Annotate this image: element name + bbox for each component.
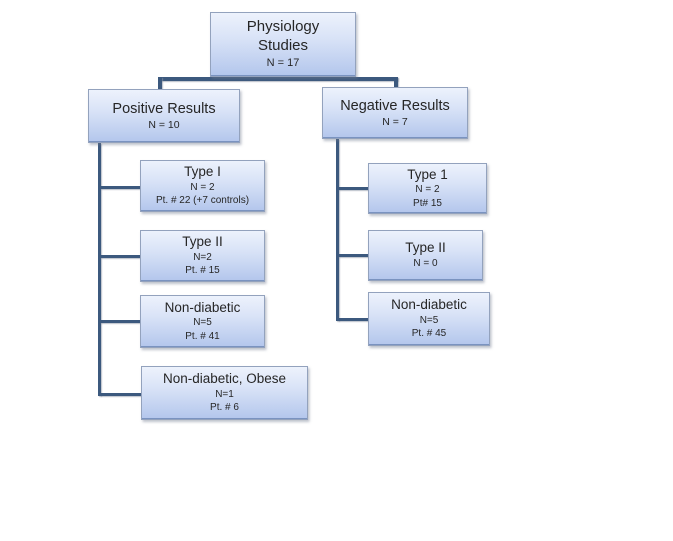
negative-nondiabetic-box: Non-diabetic N=5 Pt. # 45 <box>368 292 490 346</box>
box-title: Type 1 <box>407 166 448 182</box>
connector-root-horizontal <box>158 77 398 81</box>
box-title: Type II <box>182 234 223 250</box>
box-patient-number: Pt# 15 <box>413 197 442 209</box>
connector-branch-neg1 <box>338 187 368 190</box>
box-patient-number: Pt. # 45 <box>411 328 447 340</box>
box-patient-number: Pt. # 6 <box>210 402 239 414</box>
box-title: Non-diabetic, Obese <box>162 371 287 387</box>
positive-nondiabetic-obese-box: Non-diabetic, Obese N=1 Pt. # 6 <box>141 366 308 420</box>
box-patient-number: Pt. # 41 <box>185 330 220 342</box>
negative-type1-box: Type 1 N = 2 Pt# 15 <box>368 163 487 214</box>
connector-branch-pos3 <box>100 320 140 323</box>
box-title: Negative Results <box>340 97 450 114</box>
negative-results-box: Negative Results N = 7 <box>322 87 468 139</box>
box-n-count: N = 2 <box>190 181 215 193</box>
box-n-count: N = 7 <box>382 115 408 128</box>
positive-results-box: Positive Results N = 10 <box>88 89 240 143</box>
connector-branch-pos2 <box>100 255 140 258</box>
box-n-count: N = 10 <box>148 118 180 131</box>
negative-type2-box: Type II N = 0 <box>368 230 483 281</box>
box-title: Non-diabetic <box>391 297 467 313</box>
positive-type2-box: Type II N=2 Pt. # 15 <box>140 230 265 282</box>
box-n-count: N=1 <box>215 388 234 400</box>
box-n-count: N = 0 <box>413 258 438 270</box>
box-n-count: N = 17 <box>266 56 300 69</box>
box-patient-number: Pt. # 15 <box>185 265 220 277</box>
box-patient-number: Pt. # 22 (+7 controls) <box>155 195 250 207</box>
box-title: Non-diabetic <box>164 299 241 315</box>
box-n-count: N=5 <box>419 314 439 326</box>
box-title: Physiology Studies <box>246 18 320 55</box>
box-title: Type I <box>184 164 221 180</box>
positive-type1-box: Type I N = 2 Pt. # 22 (+7 controls) <box>140 160 265 212</box>
connector-branch-neg2 <box>338 254 368 257</box>
connector-branch-neg3 <box>338 318 368 321</box>
connector-positive-trunk <box>98 143 101 396</box>
box-n-count: N=2 <box>193 251 212 263</box>
box-n-count: N = 2 <box>415 184 440 196</box>
positive-nondiabetic-box: Non-diabetic N=5 Pt. # 41 <box>140 295 265 348</box>
connector-branch-pos1 <box>100 186 140 189</box>
connector-negative-trunk <box>336 139 339 321</box>
connector-stub-negative <box>394 77 398 88</box>
box-n-count: N=5 <box>193 317 212 329</box>
connector-stub-positive <box>158 77 162 90</box>
root-box-physiology-studies: Physiology Studies N = 17 <box>210 12 356 77</box>
connector-branch-pos4 <box>100 393 141 396</box>
box-title: Positive Results <box>112 100 216 117</box>
box-title: Type II <box>405 240 446 256</box>
